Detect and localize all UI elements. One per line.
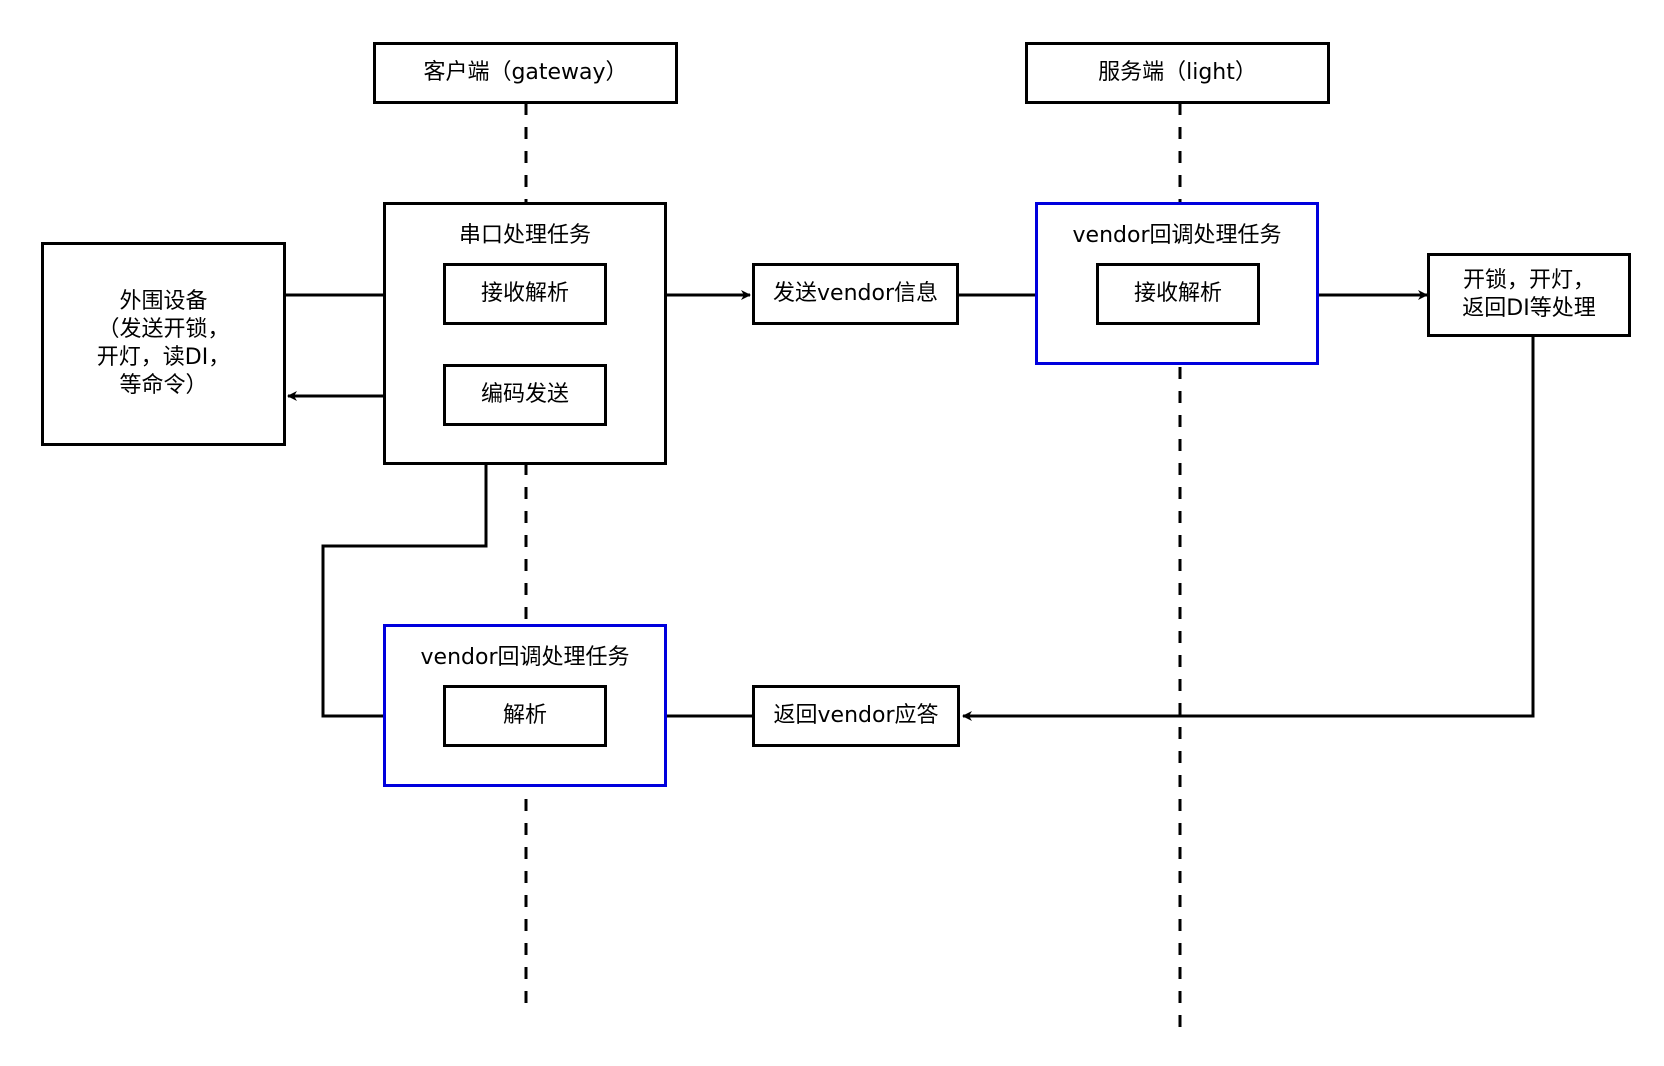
client-lane-header: 客户端（gateway） xyxy=(373,42,678,104)
unlock-light-processing-node: 开锁，开灯， 返回DI等处理 xyxy=(1427,253,1631,337)
external-device-node: 外围设备 （发送开锁， 开灯，读DI， 等命令） xyxy=(41,242,286,446)
server-lane-header: 服务端（light） xyxy=(1025,42,1330,104)
arrow-parse-to-encode xyxy=(321,425,491,718)
parse-client-node: 解析 xyxy=(443,685,607,747)
return-vendor-reply-node: 返回vendor应答 xyxy=(752,685,960,747)
encode-send-node: 编码发送 xyxy=(443,364,607,426)
client-vendor-callback-title: vendor回调处理任务 xyxy=(420,645,630,670)
receive-parse-server-node: 接收解析 xyxy=(1096,263,1260,325)
serial-task-group: 串口处理任务 xyxy=(383,202,667,465)
arrow-unlock-to-reply xyxy=(962,336,1535,721)
server-vendor-callback-title: vendor回调处理任务 xyxy=(1072,223,1282,248)
send-vendor-info-node: 发送vendor信息 xyxy=(752,263,959,325)
receive-parse-client-node: 接收解析 xyxy=(443,263,607,325)
serial-task-title: 串口处理任务 xyxy=(458,223,591,248)
